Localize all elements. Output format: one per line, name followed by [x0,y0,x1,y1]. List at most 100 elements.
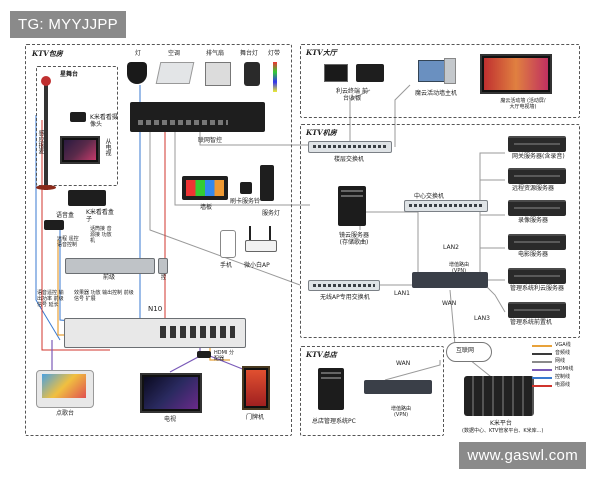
cloud-platform-desc: (数据中心、KTV管家平台、K米库...) [462,428,544,434]
small-tv-label: 从电视 [104,138,111,156]
amplifier-label: 前级 [103,274,116,281]
hq-pc [318,368,344,410]
hq-wan-label: WAN [396,360,411,367]
microphone-icon [44,80,48,190]
legend-label: HDMI线 [555,366,574,372]
audio-box-label: 语音盒 [56,212,75,219]
card-reader-label: 刷卡服务铃 [230,198,261,205]
hq-router-label: 增值路由 (VPN) [390,406,411,418]
tv-label: 电视 [164,416,177,423]
phone-icon [220,230,236,258]
server-3-label: 电影服务器 [518,251,549,258]
cloud-platform-label: K米平台 [490,420,512,427]
mic-label: 感应抠麦 [37,130,44,154]
tv-device [140,373,202,413]
hdmi-splitter-device [197,351,211,358]
server-0 [508,136,566,152]
microphone-head [41,76,51,86]
audio-desc-label: 远程 遥控 语音控制 [57,236,79,248]
stage-title: 星舞台 [60,71,79,78]
server-2 [508,200,566,216]
legend-swatch [532,369,552,371]
legend-label: 控制线 [555,374,571,380]
controller-label: 联网智控 [198,137,223,144]
legend-swatch [532,353,552,355]
controller-ports [138,120,228,125]
zone-room-title: KTV包房 [32,49,63,58]
ap-label: 微小白AP [244,262,270,269]
microphone-base [36,185,56,190]
song-server [338,186,366,226]
zone-machine-room-title: KTV机房 [306,128,337,137]
zone-hq [300,346,444,436]
host-label: 魔云活动墙主机 [415,90,458,97]
card-reader-device [240,182,252,194]
network-controller [130,102,265,132]
server-5-label: 管理系统前置机 [510,319,553,326]
stage-light-label: 舞台灯 [240,50,259,57]
legend-swatch [532,345,552,347]
legend-label: 电源线 [555,382,571,388]
stage-light-icon [244,62,260,86]
wifi-switch-label: 无线AP专用交换机 [320,294,370,301]
legend-label: VGA线 [555,342,571,348]
server-1-label: 远程资源服务器 [512,185,555,192]
terminal-label: 利云终端 前台收银 [336,88,368,102]
service-light-label: 服务灯 [262,210,281,217]
lamp-strip-icon [273,62,277,92]
cloud-platform-icon [464,376,534,416]
zone-machine-room [300,124,580,338]
router-label: 增值路由 (VPN) [448,262,469,274]
wifi-switch [308,280,380,291]
song-server-label: 镜云服务器 (存储歌曲) [338,232,369,246]
zone-stage [36,66,118,186]
note-mid-label: 效果器 功放 输出控制 前级 信号 扩展 [74,290,134,302]
zone-hall [300,44,580,118]
remote-receiver-device [158,258,168,274]
legend-swatch [532,385,552,387]
phone-label: 手机 [220,262,233,269]
server-4 [508,268,566,284]
jukebox-screen [42,374,86,398]
hdmi-splitter-label: HDMI 分配器 [214,350,234,362]
watermark-bottom: www.gaswl.com [459,442,586,469]
server-3 [508,234,566,250]
note-left-label: 语音遥控 输出功率 前级信号 延长 [37,290,64,308]
server-1 [508,168,566,184]
light-label: 灯 [135,50,142,57]
jukebox-label: 点歌台 [56,410,75,417]
door-sign-label: 门牌机 [246,414,265,421]
floor-switch [308,141,392,153]
server-0-label: 网关服务器(含录音) [512,153,565,160]
audio-box-device [44,220,64,230]
terminal-box [356,64,384,82]
lan1-label: LAN1 [394,290,410,297]
internet-label: 互联网 [456,347,475,354]
hq-router [364,380,432,394]
legend-label: 音频线 [555,350,571,356]
server-4-label: 管理系统利云服务器 [510,285,565,292]
legend-swatch [532,361,552,363]
legend-swatch [532,377,552,379]
n10-label: N10 [148,305,163,313]
amp-desc-label: 话筒接 音源接 功放机 [90,226,112,244]
lan2-label: LAN2 [443,244,459,251]
zone-hq-title: KTV总店 [306,350,337,359]
amplifier-device [65,258,155,274]
kmbox-label: K米看看盒子 [86,209,114,223]
wall-panel-label: 墙板 [200,204,213,211]
server-2-label: 录像服务器 [518,217,549,224]
floor-switch-label: 楼层交换机 [334,156,365,163]
lan3-label: LAN3 [474,315,490,322]
server-5 [508,302,566,318]
ap-icon [245,240,277,252]
activity-wall-label: 魔云活动墙 (活动屏/大厅电视墙) [500,98,546,110]
ac-label: 空调 [168,50,181,57]
hq-pc-label: 总店管理系统PC [312,418,356,425]
fan-label: 排气扇 [206,50,225,57]
wan-label: WAN [442,300,457,307]
lamp-strip-label: 灯带 [268,50,281,57]
ap-antenna-left [249,226,251,240]
door-sign-device [242,366,270,410]
host-tower [444,58,456,84]
